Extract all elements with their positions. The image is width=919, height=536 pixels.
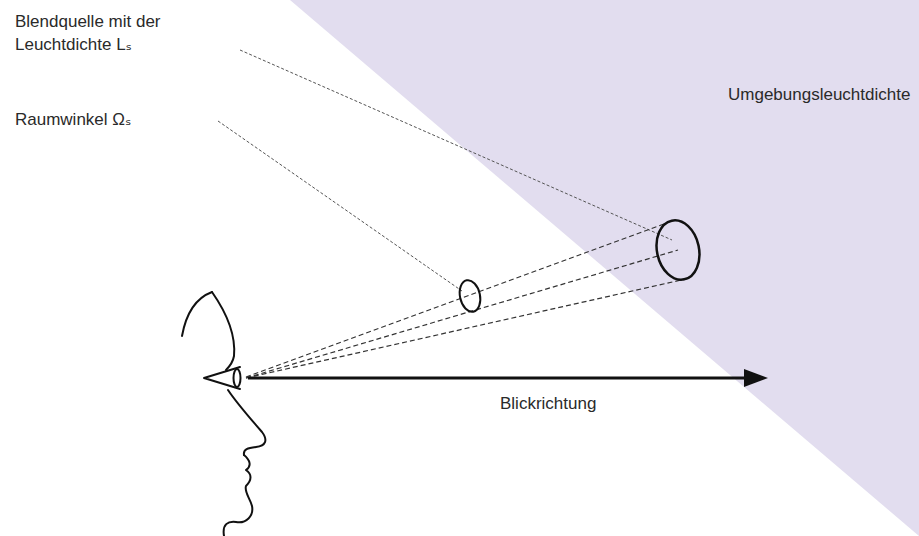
solid-angle-ellipse <box>457 278 483 313</box>
glare-source <box>651 216 705 283</box>
surround-area <box>290 0 919 536</box>
view-arrow <box>248 377 748 380</box>
leader-line <box>240 50 672 240</box>
solid-angle-label: Raumwinkel Ωₛ <box>15 108 131 131</box>
face-profile <box>182 292 265 536</box>
surround-luminance-label: Umgebungsleuchtdichte <box>728 83 910 106</box>
leader-line <box>218 121 462 291</box>
view-direction-label: Blickrichtung <box>500 392 596 415</box>
solid-angle-cone <box>246 224 690 378</box>
glare-source-label: Blendquelle mit der Leuchtdichte Lₛ <box>15 10 185 56</box>
arrow-head <box>744 369 768 387</box>
